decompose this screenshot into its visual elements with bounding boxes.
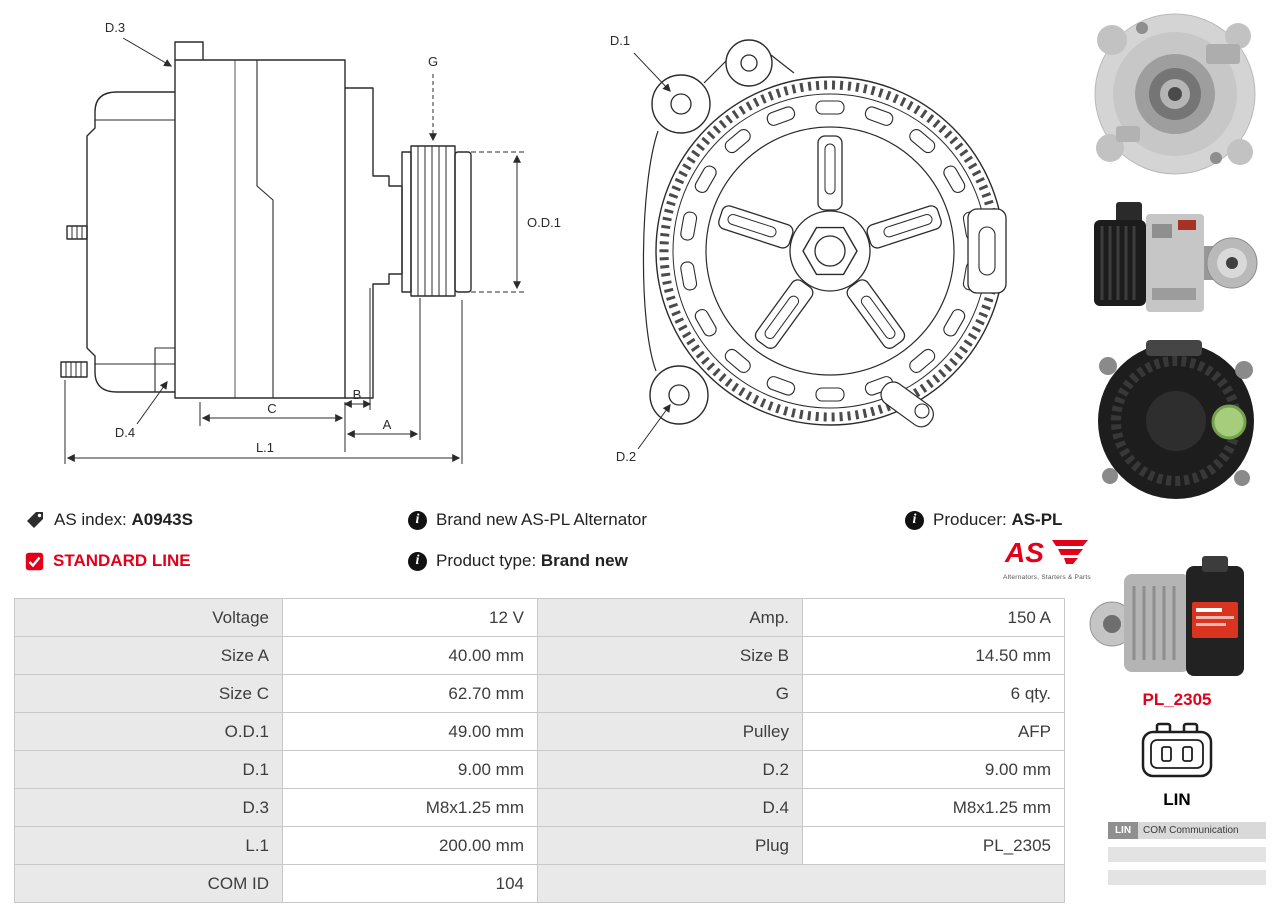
dim-label-d4: D.4 (115, 425, 135, 440)
spec-value: 6 qty. (803, 675, 1065, 713)
spec-label: D.2 (538, 751, 803, 789)
spec-value: 9.00 mm (803, 751, 1065, 789)
com-header-row: LIN COM Communication (1108, 822, 1266, 839)
red-sticker (1192, 602, 1238, 638)
aspl-logo-icon: AS (1004, 537, 1088, 568)
dim-label-a: A (383, 417, 392, 432)
info-icon: i (905, 510, 924, 530)
spec-label: L.1 (15, 827, 283, 865)
info-icon: i (408, 510, 427, 530)
brand-new-field: i Brand new AS-PL Alternator (408, 509, 647, 531)
spec-value: 12 V (283, 599, 538, 637)
housing-body (174, 59, 346, 399)
spec-label: COM ID (15, 865, 283, 903)
com-header-lin: LIN (1108, 822, 1138, 839)
dim-label-c: C (267, 401, 276, 416)
as-index-text: AS index: A0943S (54, 510, 193, 530)
product-photo-angle[interactable] (1086, 552, 1254, 688)
spec-value: PL_2305 (803, 827, 1065, 865)
product-type-value: Brand new (540, 551, 628, 570)
spec-value: 150 A (803, 599, 1065, 637)
spec-value: 49.00 mm (283, 713, 538, 751)
logo-as-text: AS (1004, 537, 1044, 568)
dim-label-od1: O.D.1 (527, 215, 561, 230)
lower-tab (880, 381, 934, 428)
spec-label: O.D.1 (15, 713, 283, 751)
spec-table: Voltage 12 V Amp. 150 A Size A 40.00 mm … (14, 598, 1065, 903)
dim-label-d1: D.1 (610, 33, 630, 48)
producer-text: Producer: AS-PL (933, 510, 1062, 530)
spec-value: 104 (283, 865, 538, 903)
product-photo-rear[interactable] (1086, 336, 1266, 506)
spec-label: Pulley (538, 713, 803, 751)
standard-line-field: STANDARD LINE (25, 550, 191, 572)
aspl-logo: AS Alternators, Starters & Parts (1001, 535, 1093, 581)
spec-value: M8x1.25 mm (283, 789, 538, 827)
spec-value: M8x1.25 mm (803, 789, 1065, 827)
spec-label: Size C (15, 675, 283, 713)
tag-icon (27, 512, 43, 528)
com-communication-table: LIN COM Communication (1108, 822, 1266, 885)
dim-label-d2: D.2 (616, 449, 636, 464)
dim-label-l1: L.1 (256, 440, 274, 455)
product-photo-front[interactable] (1086, 6, 1264, 188)
producer-value: AS-PL (1011, 510, 1063, 529)
info-icon: i (408, 551, 427, 571)
com-empty-row (1108, 870, 1266, 885)
as-index-label: AS index: (54, 510, 127, 529)
dim-label-g: G (428, 54, 438, 69)
spec-value: 14.50 mm (803, 637, 1065, 675)
connector-type-label: LIN (1163, 790, 1191, 809)
spec-label: Size A (15, 637, 283, 675)
spec-label: Plug (538, 827, 803, 865)
spec-label: D.4 (538, 789, 803, 827)
spec-label: D.3 (15, 789, 283, 827)
plug-code-label: PL_2305 (1142, 690, 1212, 709)
front-bracket (345, 87, 403, 399)
technical-drawing-side-view: D.3 G O.D.1 D.4 C B A L.1 (60, 20, 561, 464)
plug-connector-icon (1141, 722, 1213, 778)
brand-new-text: Brand new AS-PL Alternator (436, 510, 648, 529)
com-empty-row (1108, 847, 1266, 862)
checkbox-checked-icon (25, 552, 44, 570)
spec-label: Amp. (538, 599, 803, 637)
dimension-lines (64, 37, 525, 464)
product-type-text: Product type: Brand new (436, 551, 628, 571)
top-bolt-boss (174, 41, 204, 60)
product-media-column: PL_2305 LIN LIN COM Communication (1086, 0, 1268, 914)
spec-label: D.1 (15, 751, 283, 789)
alternator-side-outline (60, 41, 472, 399)
pulley-side (401, 145, 472, 297)
green-sticker (1211, 404, 1247, 440)
plug-connector-block: LIN (1086, 720, 1268, 810)
spec-value: 62.70 mm (283, 675, 538, 713)
logo-caption: Alternators, Starters & Parts (1003, 574, 1091, 581)
producer-field: i Producer: AS-PL (905, 509, 1062, 531)
spec-label: Voltage (15, 599, 283, 637)
spec-value: 200.00 mm (283, 827, 538, 865)
bottom-bolt-boss (154, 347, 175, 393)
as-index-value: A0943S (131, 510, 193, 529)
dim-label-d3: D.3 (105, 20, 125, 35)
product-type-label: Product type: (436, 551, 537, 570)
alternator-front-outline (633, 39, 1007, 450)
technical-drawing-front-view: D.1 D.2 (610, 33, 1007, 464)
spec-value: 9.00 mm (283, 751, 538, 789)
spec-value: 40.00 mm (283, 637, 538, 675)
spec-label: G (538, 675, 803, 713)
product-photo-side[interactable] (1086, 194, 1258, 330)
standard-line-label: STANDARD LINE (53, 551, 191, 570)
producer-label: Producer: (933, 510, 1007, 529)
spec-empty-cell (538, 865, 1065, 903)
com-header-title: COM Communication (1138, 822, 1266, 839)
mount-stud-lower (60, 361, 88, 378)
product-type-field: i Product type: Brand new (408, 550, 628, 572)
spec-value: AFP (803, 713, 1065, 751)
spec-label: Size B (538, 637, 803, 675)
as-index-field: AS index: A0943S (25, 509, 193, 531)
dim-label-b: B (353, 387, 362, 402)
